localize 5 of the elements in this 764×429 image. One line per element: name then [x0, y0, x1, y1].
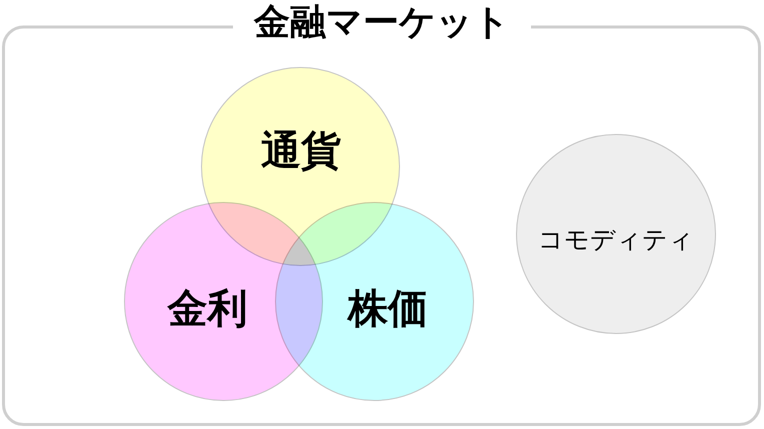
- category-label: コモディティ: [538, 227, 694, 252]
- frame-title: 金融マーケット: [254, 5, 510, 41]
- set-label: 金利: [168, 289, 248, 329]
- set-label: 株価: [348, 289, 428, 329]
- set-label: 通貨: [261, 131, 341, 171]
